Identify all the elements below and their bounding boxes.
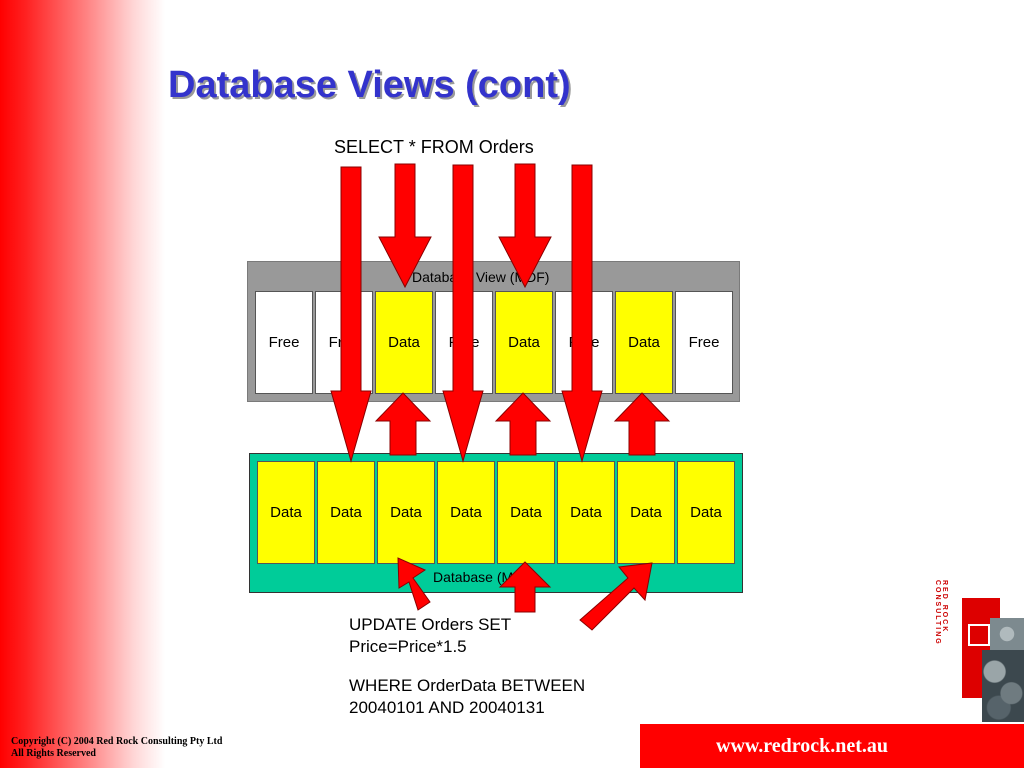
db-cell-2: Data bbox=[317, 461, 375, 564]
red-rock-logo: RED ROCK CONSULTING bbox=[934, 580, 1024, 722]
copyright-line-2: All Rights Reserved bbox=[11, 748, 96, 759]
copyright-notice: Copyright (C) 2004 Red Rock Consulting P… bbox=[11, 736, 222, 760]
map-arrow-2 bbox=[494, 392, 552, 456]
view-cell-8: Free bbox=[675, 291, 733, 394]
db-cell-6: Data bbox=[557, 461, 615, 564]
db-cell-3: Data bbox=[377, 461, 435, 564]
view-cell-5: Data bbox=[495, 291, 553, 394]
where-line-2: 20040101 AND 20040131 bbox=[349, 698, 545, 717]
slide-title: Database Views (cont) bbox=[168, 64, 571, 106]
view-cell-3: Data bbox=[375, 291, 433, 394]
left-gradient-band bbox=[0, 0, 165, 768]
view-cell-6: Free bbox=[555, 291, 613, 394]
update-statement: UPDATE Orders SET Price=Price*1.5 bbox=[349, 614, 511, 658]
view-cell-4: Free bbox=[435, 291, 493, 394]
database-label: Database (MDF) bbox=[433, 569, 537, 585]
db-cell-4: Data bbox=[437, 461, 495, 564]
db-cell-1: Data bbox=[257, 461, 315, 564]
view-cell-7: Data bbox=[615, 291, 673, 394]
map-arrow-3 bbox=[613, 392, 671, 456]
logo-stone bbox=[982, 650, 1024, 722]
website-link[interactable]: www.redrock.net.au bbox=[716, 735, 889, 757]
where-line-1: WHERE OrderData BETWEEN bbox=[349, 676, 586, 695]
logo-stone-small bbox=[990, 618, 1024, 650]
logo-text: RED ROCK CONSULTING bbox=[934, 580, 948, 646]
map-arrow-1 bbox=[374, 392, 432, 456]
view-cell-2: Free bbox=[315, 291, 373, 394]
footer-bar bbox=[640, 724, 1024, 768]
update-line-2: Price=Price*1.5 bbox=[349, 637, 467, 656]
database-view-label: Database View (MDF) bbox=[412, 269, 550, 285]
copyright-line-1: Copyright (C) 2004 Red Rock Consulting P… bbox=[11, 736, 223, 747]
db-cell-7: Data bbox=[617, 461, 675, 564]
db-cell-8: Data bbox=[677, 461, 735, 564]
db-cell-5: Data bbox=[497, 461, 555, 564]
update-line-1: UPDATE Orders SET bbox=[349, 615, 512, 634]
where-clause: WHERE OrderData BETWEEN 20040101 AND 200… bbox=[349, 675, 585, 719]
logo-frame bbox=[968, 624, 990, 646]
view-cell-1: Free bbox=[255, 291, 313, 394]
select-query-label: SELECT * FROM Orders bbox=[334, 137, 534, 157]
